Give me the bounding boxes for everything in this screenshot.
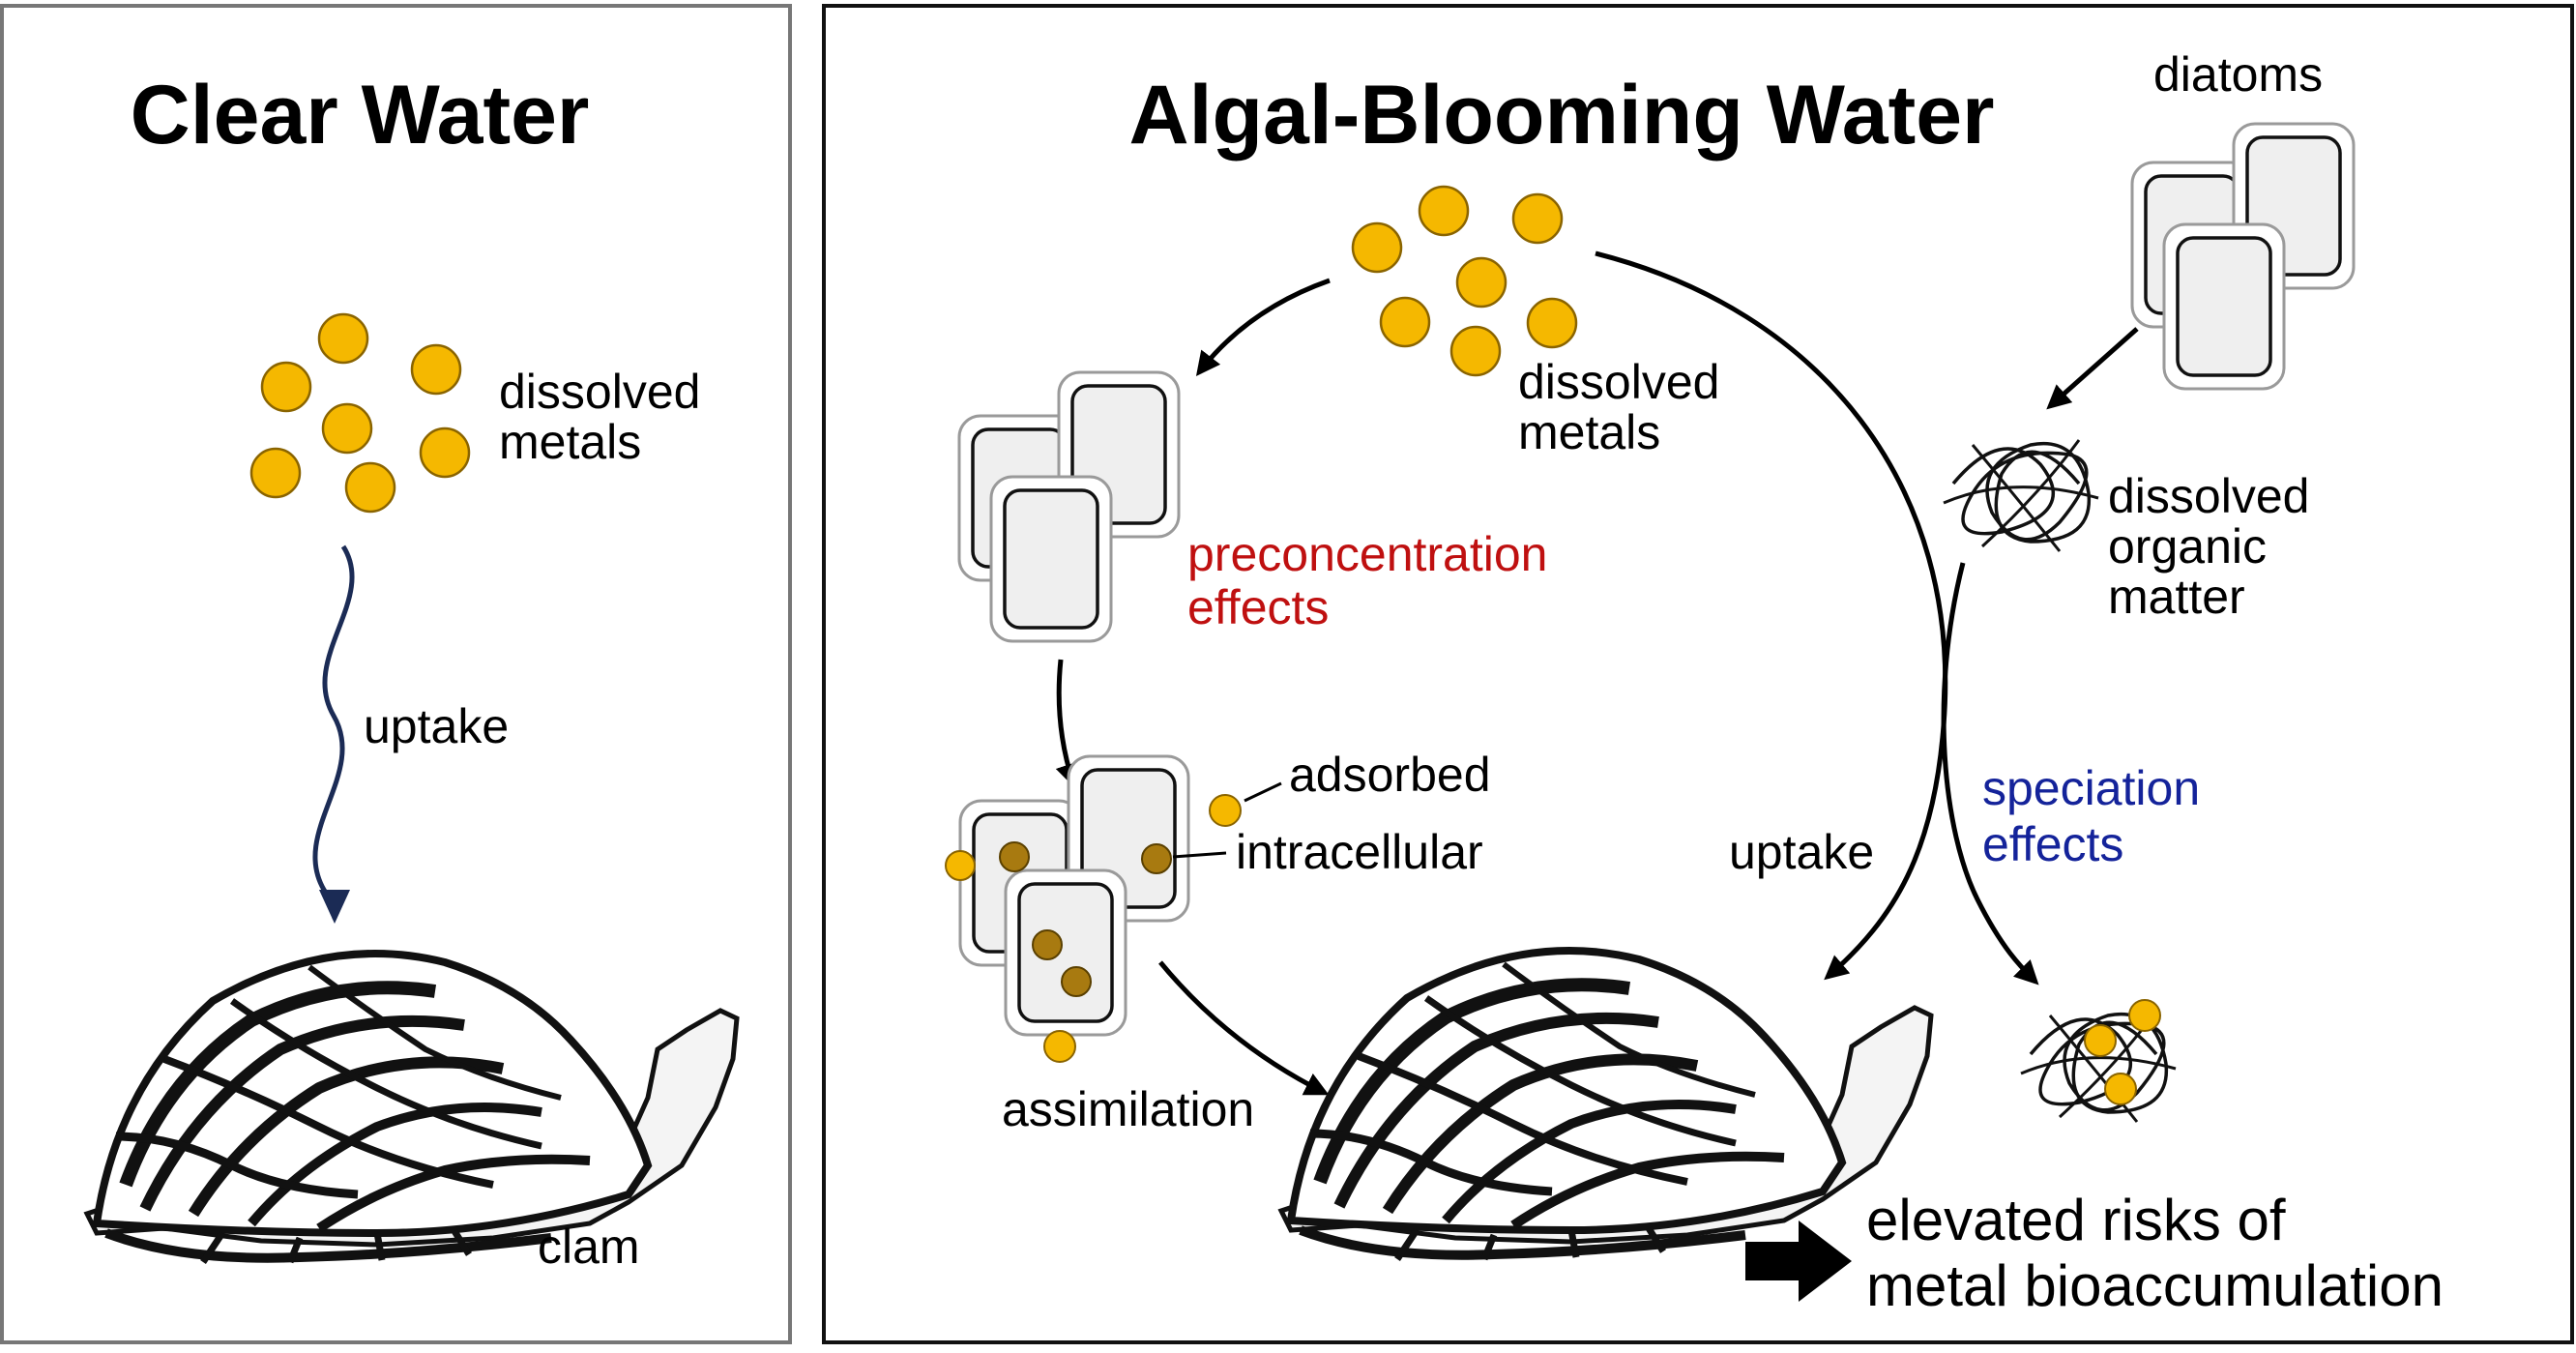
conclusion-label-1: elevated risks of [1866, 1188, 2286, 1252]
intracellular-metal-dot [1061, 966, 1092, 997]
algal-blooming-water-panel [822, 4, 2574, 1344]
dom-label-2: organic [2108, 519, 2267, 574]
intracellular-metal-dot [1032, 929, 1063, 960]
uptake-wave-arrow [312, 544, 355, 920]
clear-water-title: Clear Water [131, 69, 590, 162]
adsorbed-metal-dot [945, 850, 976, 881]
clam-icon-right [1281, 951, 1931, 1259]
complexed-metal-dot [2084, 1024, 2117, 1057]
adsorbed-label: adsorbed [1289, 748, 1491, 802]
intracellular-metal-dot [999, 841, 1030, 872]
complexed-metal-dot [2104, 1073, 2137, 1105]
intracellular-leader-line [1172, 851, 1227, 859]
dissolved-organic-matter-icon [1942, 438, 2100, 553]
dissolved-metals-label-left-2: metals [499, 415, 641, 469]
dissolved-metals-cluster-right [1351, 185, 1578, 377]
intracellular-metal-dot [1141, 843, 1172, 874]
dom-label-3: matter [2108, 570, 2245, 624]
clear-water-panel [0, 4, 792, 1344]
diatom-cluster-preconcentration [957, 370, 1181, 643]
uptake-label-right: uptake [1729, 825, 1874, 879]
preconcentration-label-1: preconcentration [1187, 527, 1547, 581]
conclusion-label-2: metal bioaccumulation [1866, 1253, 2444, 1318]
dom-label-1: dissolved [2108, 469, 2309, 523]
diatom-cluster-top-right [2130, 122, 2356, 391]
algal-blooming-water-title: Algal-Blooming Water [1128, 69, 1994, 162]
dissolved-metals-label-right-2: metals [1518, 405, 1660, 459]
speciation-label-1: speciation [1982, 761, 2200, 815]
conclusion-arrow-icon [1745, 1221, 1852, 1302]
arrow-uptake-arc [1595, 250, 1948, 981]
complexed-metal-dot [2128, 999, 2161, 1032]
intracellular-label: intracellular [1236, 825, 1483, 879]
clam-label: clam [538, 1220, 640, 1274]
arrow-dom-to-complex [1941, 562, 2039, 985]
arrow-assimilation [1158, 960, 1330, 1096]
preconcentration-label-2: effects [1187, 580, 1329, 634]
dissolved-metals-label-left-1: dissolved [499, 365, 700, 419]
arrow-diatoms-to-dom [2046, 327, 2139, 410]
arrow-metals-to-diatoms [1195, 278, 1331, 376]
uptake-arrowhead-icon [319, 890, 350, 924]
speciation-label-2: effects [1982, 817, 2123, 871]
adsorbed-metal-dot [1209, 794, 1242, 827]
assimilation-label: assimilation [1002, 1082, 1254, 1136]
diatoms-label: diatoms [2153, 47, 2323, 102]
clam-icon-left [87, 954, 737, 1262]
dissolved-metals-label-right-1: dissolved [1518, 355, 1719, 409]
uptake-label-left: uptake [364, 699, 509, 753]
adsorbed-leader-line [1244, 781, 1282, 803]
adsorbed-metal-dot [1043, 1030, 1076, 1063]
dissolved-metals-cluster-left [249, 312, 471, 514]
